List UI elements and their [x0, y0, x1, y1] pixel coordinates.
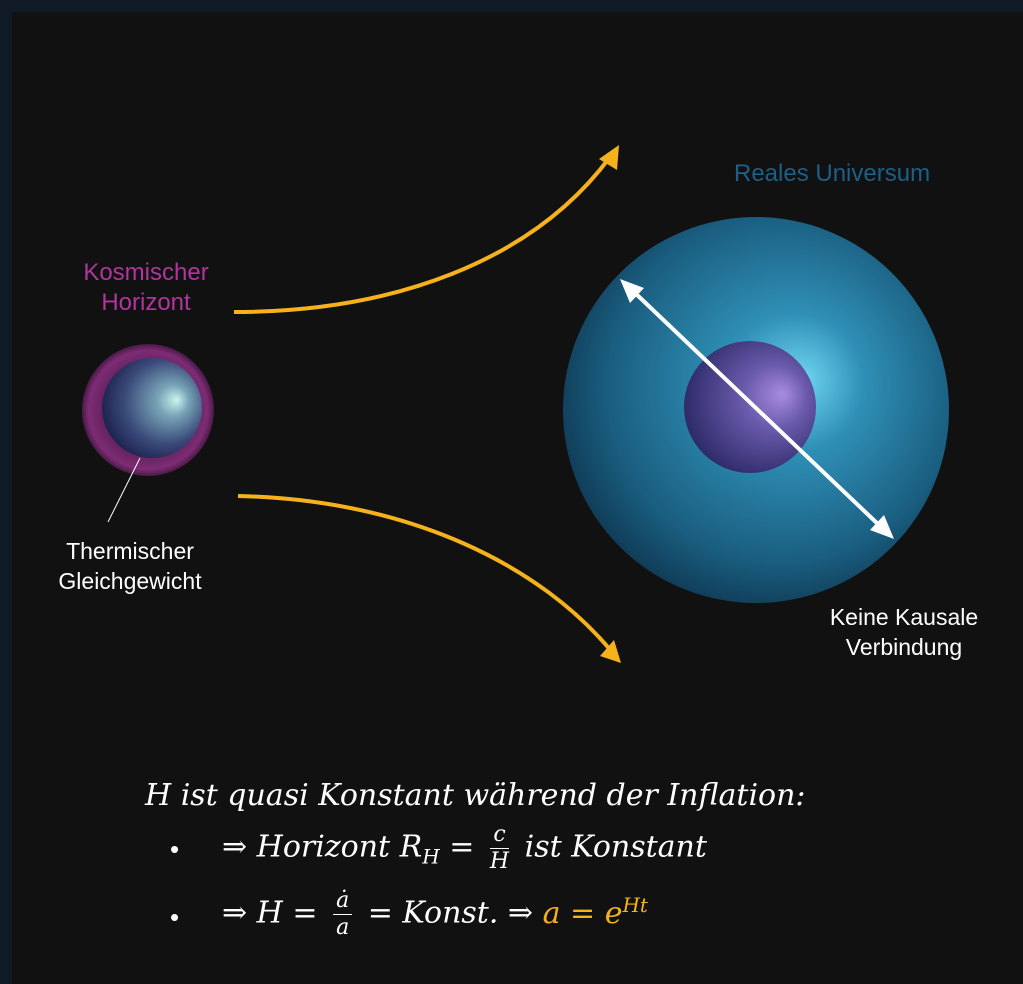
horizon-eq-subscript: H: [422, 845, 439, 869]
adot-numerator: ȧ: [333, 890, 352, 915]
adot-over-a-fraction: ȧ a: [333, 890, 352, 939]
cosmic-horizon-line-1: Kosmischer: [56, 258, 236, 288]
causal-line-2: Verbindung: [794, 632, 1014, 662]
upper-expansion-arrow: [234, 157, 610, 312]
a-denominator: a: [333, 915, 352, 939]
thermal-equilibrium-label: Thermischer Gleichgewicht: [30, 536, 230, 596]
real-universe-label: Reales Universum: [734, 159, 930, 189]
horizon-eq-suffix: ist Konstant: [525, 830, 707, 865]
causal-line-1: Keine Kausale: [794, 602, 1014, 632]
horizon-eq-prefix: ⇒ Horizont R: [222, 830, 422, 865]
hubble-eq-prefix: ⇒ H =: [222, 896, 318, 931]
thermal-line-2: Gleichgewicht: [30, 566, 230, 596]
scale-factor-base: a = e: [543, 896, 623, 931]
horizon-eq-equals: =: [449, 830, 474, 865]
thermal-line-1: Thermischer: [30, 536, 230, 566]
cosmic-horizon-label: Kosmischer Horizont: [56, 258, 236, 318]
cosmic-horizon-line-2: Horizont: [56, 288, 236, 318]
fraction-denominator: H: [490, 849, 509, 873]
exponential-equation: ⇒ H = ȧ a = Konst. ⇒ a = eHt: [222, 890, 648, 939]
bullet-1: •: [170, 834, 179, 865]
horizon-equation: ⇒ Horizont RH = c H ist Konstant: [222, 824, 707, 873]
c-over-h-fraction: c H: [490, 824, 509, 873]
hubble-eq-mid: = Konst. ⇒: [368, 896, 533, 931]
slide-canvas: Reales Universum Kosmischer Horizont The…: [12, 12, 1023, 984]
fraction-numerator: c: [490, 824, 509, 849]
causal-connection-label: Keine Kausale Verbindung: [794, 602, 1014, 662]
lower-expansion-arrow: [238, 496, 612, 652]
scale-factor-exponent: Ht: [622, 893, 647, 917]
bullet-2: •: [170, 902, 179, 933]
thermal-equilibrium-sphere: [102, 358, 202, 458]
inflation-headline: H ist quasi Konstant während der Inflati…: [145, 778, 806, 813]
scale-factor-result: a = eHt: [543, 896, 648, 931]
